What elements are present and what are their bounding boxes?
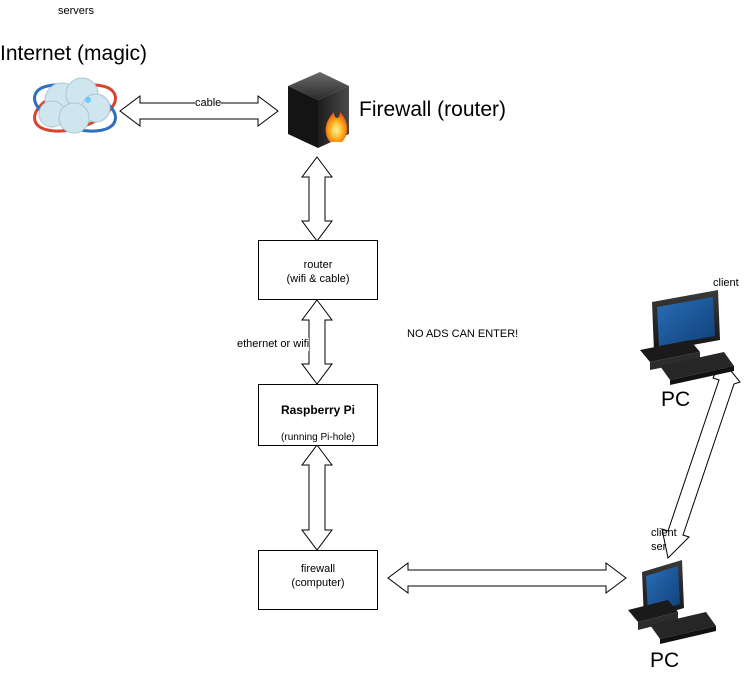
internet-cloud-icon — [33, 77, 117, 134]
pc-pc-arrow — [661, 359, 741, 560]
router-title: router — [303, 259, 333, 271]
raspberry-pi-title: Raspberry Pi — [280, 403, 356, 417]
firewall-pc-arrow — [387, 562, 627, 594]
servers-label: servers — [58, 5, 95, 17]
cable-arrow — [119, 95, 279, 127]
router-subtitle: (wifi & cable) — [286, 273, 350, 285]
pc-bottom-label: PC — [650, 649, 680, 672]
firewall-router-arrow — [301, 156, 333, 242]
no-ads-label: NO ADS CAN ENTER! — [407, 328, 519, 340]
client-top-label: client — [713, 277, 739, 289]
raspberry-pi-subtitle: (running Pi-hole) — [281, 432, 355, 443]
server-bottom-label: ser — [651, 541, 667, 553]
internet-label: Internet (magic) — [0, 42, 148, 65]
firewall-computer-subtitle: (computer) — [291, 577, 345, 589]
cable-label: cable — [195, 97, 222, 110]
desktop-computer-icon — [628, 560, 716, 644]
firewall-computer-box: firewall (computer) — [258, 550, 378, 610]
ethernet-or-wifi-label: ethernet or wifi — [237, 338, 310, 351]
raspberry-pi-box: Raspberry Pi (running Pi-hole) — [258, 384, 378, 446]
router-box: router (wifi & cable) — [258, 240, 378, 300]
pc-top-label: PC — [661, 388, 691, 411]
raspberry-firewall-arrow — [301, 444, 333, 551]
desktop-computer-icon — [640, 290, 734, 385]
firewall-computer-title: firewall — [300, 563, 336, 575]
firewall-appliance-icon — [288, 72, 349, 148]
client-bottom-label: client — [651, 527, 677, 539]
firewall-router-label: Firewall (router) — [359, 98, 507, 121]
